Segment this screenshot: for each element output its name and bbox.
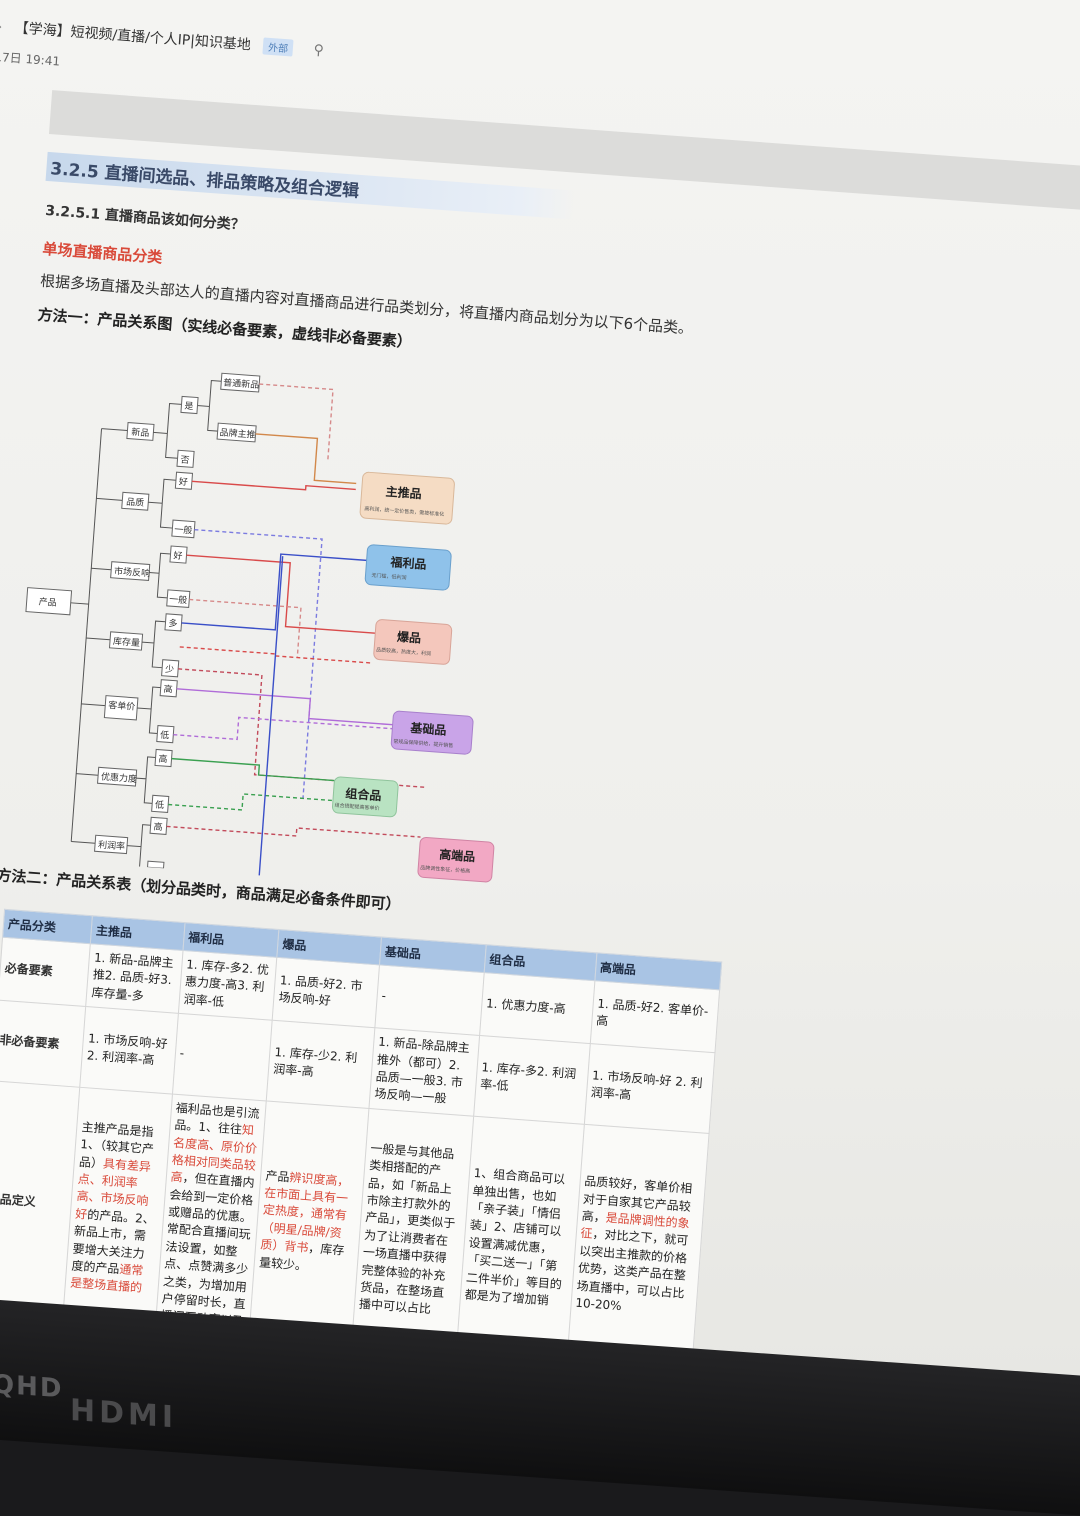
svg-text:一般: 一般 xyxy=(169,593,188,606)
svg-text:市场反响: 市场反响 xyxy=(114,565,151,580)
svg-text:品质较高，热度大，利润: 品质较高，热度大，利润 xyxy=(376,646,431,657)
svg-text:普通新品: 普通新品 xyxy=(223,376,260,391)
svg-text:品牌主推: 品牌主推 xyxy=(219,426,256,441)
table-cell[interactable]: 1. 品质-好2. 客单价-高 xyxy=(589,980,720,1053)
table-cell[interactable]: 一般是与其他品类相搭配的产品，如「新品上市除主打款外的产品」，更类似于为了让消费… xyxy=(351,1108,474,1353)
svg-text:新品: 新品 xyxy=(131,426,150,439)
edit-time: 17日 19:41 xyxy=(0,49,61,69)
svg-text:福利品: 福利品 xyxy=(389,554,427,572)
svg-text:好: 好 xyxy=(178,475,188,488)
svg-text:少: 少 xyxy=(165,664,175,676)
diagram-svg: 产品 新品 品质 市场反响 xyxy=(25,372,495,883)
red-heading: 单场直播商品分类 xyxy=(41,239,163,267)
svg-text:主推品: 主推品 xyxy=(385,484,422,502)
bezel-logo-qhd: QHD xyxy=(0,1369,64,1405)
table-cell[interactable]: 品质较好，客单价相对于自家其它产品较高，是品牌调性的象征，对比之下，就可以突出主… xyxy=(566,1124,710,1370)
pin-icon[interactable]: ⚲ xyxy=(312,42,325,59)
product-relation-table: 产品分类 主推品 福利品 爆品 基础品 组合品 高端品 必备要素 1. 新品-品… xyxy=(0,909,722,1370)
leaf-nodes: 是 普通新品 品牌主推 否 好 一般 好 一般 多 少 高 低 高 低 高 xyxy=(147,372,261,869)
table-cell[interactable]: 产品辨识度高，在市面上具有一定热度，通常有（明星/品牌/资质）背书，库存量较少。 xyxy=(249,1100,369,1345)
attr-profit: 利润率 xyxy=(71,834,129,855)
svg-text:高: 高 xyxy=(158,753,168,766)
product-relation-diagram: 产品 新品 品质 市场反响 xyxy=(0,338,555,895)
table-cell[interactable]: 1. 新品-品牌主推2. 品质-好3. 库存量-多 xyxy=(85,943,183,1014)
svg-text:品牌调性象征，价格高: 品牌调性象征，价格高 xyxy=(420,864,470,875)
svg-text:高: 高 xyxy=(153,820,163,833)
attr-stock: 库存量 xyxy=(86,631,144,651)
table-cell[interactable]: 1. 新品-除品牌主推外（都可）2. 品质—一般3. 市场反响—一般 xyxy=(368,1027,480,1116)
table-cell[interactable]: - xyxy=(374,964,484,1036)
bezel-logo-hdmi: HDMI xyxy=(70,1392,178,1436)
chevron-right-icon[interactable]: › xyxy=(0,18,3,36)
subsection-title: 3.2.5.1 直播商品该如何分类？ xyxy=(44,202,246,234)
target-gaoduan: 高端品 品牌调性象征，价格高 xyxy=(417,836,495,883)
target-zuhe: 组合品 组合搭配提高客单价 xyxy=(331,776,399,818)
attr-quality: 品质 xyxy=(96,491,150,511)
table-cell[interactable]: 1. 库存-多2. 优惠力度-高3. 利润率-低 xyxy=(178,950,278,1021)
svg-text:好: 好 xyxy=(173,549,183,562)
attr-price: 客单价 xyxy=(81,695,139,721)
svg-text:组合搭配提高客单价: 组合搭配提高客单价 xyxy=(334,802,379,812)
diagram-root: 产品 xyxy=(38,595,57,608)
table-cell[interactable]: 1. 市场反响-好 2. 利润率-高 xyxy=(584,1043,715,1134)
svg-text:否: 否 xyxy=(180,454,190,466)
table-cell[interactable]: 1、组合商品可以单独出售，也如「亲子装」「情侣装」2、店铺可以设置满减优惠，「买… xyxy=(456,1115,585,1361)
attr-discount: 优惠力度 xyxy=(76,766,138,787)
target-bao: 爆品 品质较高，热度大，利润 xyxy=(373,619,453,665)
table-cell[interactable]: 1. 市场反响-好 2. 利润率-高 xyxy=(80,1006,179,1094)
svg-text:优惠力度: 优惠力度 xyxy=(101,771,138,786)
svg-text:低: 低 xyxy=(155,799,165,812)
external-badge: 外部 xyxy=(262,37,294,57)
doc-title[interactable]: 【学海】短视频/直播/个人IP|知识基地 xyxy=(14,20,252,54)
attr-market: 市场反响 xyxy=(91,561,151,581)
svg-text:品质: 品质 xyxy=(126,496,145,509)
svg-text:组合品: 组合品 xyxy=(345,785,382,803)
svg-text:爆品: 爆品 xyxy=(397,629,422,646)
row-label: 非必备要素 xyxy=(0,1000,86,1088)
svg-text:多: 多 xyxy=(168,617,178,630)
svg-text:是: 是 xyxy=(184,401,194,413)
svg-text:低: 低 xyxy=(160,729,170,742)
table-cell[interactable]: 主推产品是指1、（较其它产品）具有差异点、利润率高、市场反响好的产品。2、新品上… xyxy=(62,1087,173,1331)
table-cell[interactable]: 福利品也是引流品。1、往往知名度高、原价价格相对同类品较高，但在直播内会给到一定… xyxy=(154,1093,267,1338)
svg-text:利润率: 利润率 xyxy=(98,838,126,852)
attr-new: 新品 xyxy=(101,421,155,441)
table-cell[interactable]: 1. 库存-少2. 利润率-高 xyxy=(266,1020,375,1109)
table-cell[interactable]: 1. 品质-好2. 市场反响-好 xyxy=(272,957,380,1028)
svg-text:库存量: 库存量 xyxy=(113,635,141,649)
svg-text:客单价: 客单价 xyxy=(108,699,136,713)
svg-text:基础品: 基础品 xyxy=(409,720,447,738)
table-cell[interactable]: 1. 库存-多2. 利润率-低 xyxy=(473,1035,590,1125)
svg-text:无门槛，低利润: 无门槛，低利润 xyxy=(371,572,406,582)
target-zhutui: 主推品 高利润，统一定价售卖，需按标准化 xyxy=(359,471,455,525)
svg-text:一般: 一般 xyxy=(174,523,193,536)
document-page: › 【学海】短视频/直播/个人IP|知识基地 外部 ⚲ 17日 19:41 3.… xyxy=(0,18,1080,1370)
svg-text:常规品保障供给，提升销售: 常规品保障供给，提升销售 xyxy=(393,738,453,749)
row-label: 必备要素 xyxy=(0,937,91,1007)
monitor-screen: › 【学海】短视频/直播/个人IP|知识基地 外部 ⚲ 17日 19:41 3.… xyxy=(0,0,1080,1440)
svg-text:高: 高 xyxy=(163,683,173,696)
svg-text:高端品: 高端品 xyxy=(439,847,476,865)
table-cell[interactable]: 1. 优惠力度-高 xyxy=(479,972,595,1044)
table-cell[interactable]: - xyxy=(172,1013,273,1101)
target-fuli: 福利品 无门槛，低利润 xyxy=(364,544,452,591)
target-jichu: 基础品 常规品保障供给，提升销售 xyxy=(390,710,474,755)
